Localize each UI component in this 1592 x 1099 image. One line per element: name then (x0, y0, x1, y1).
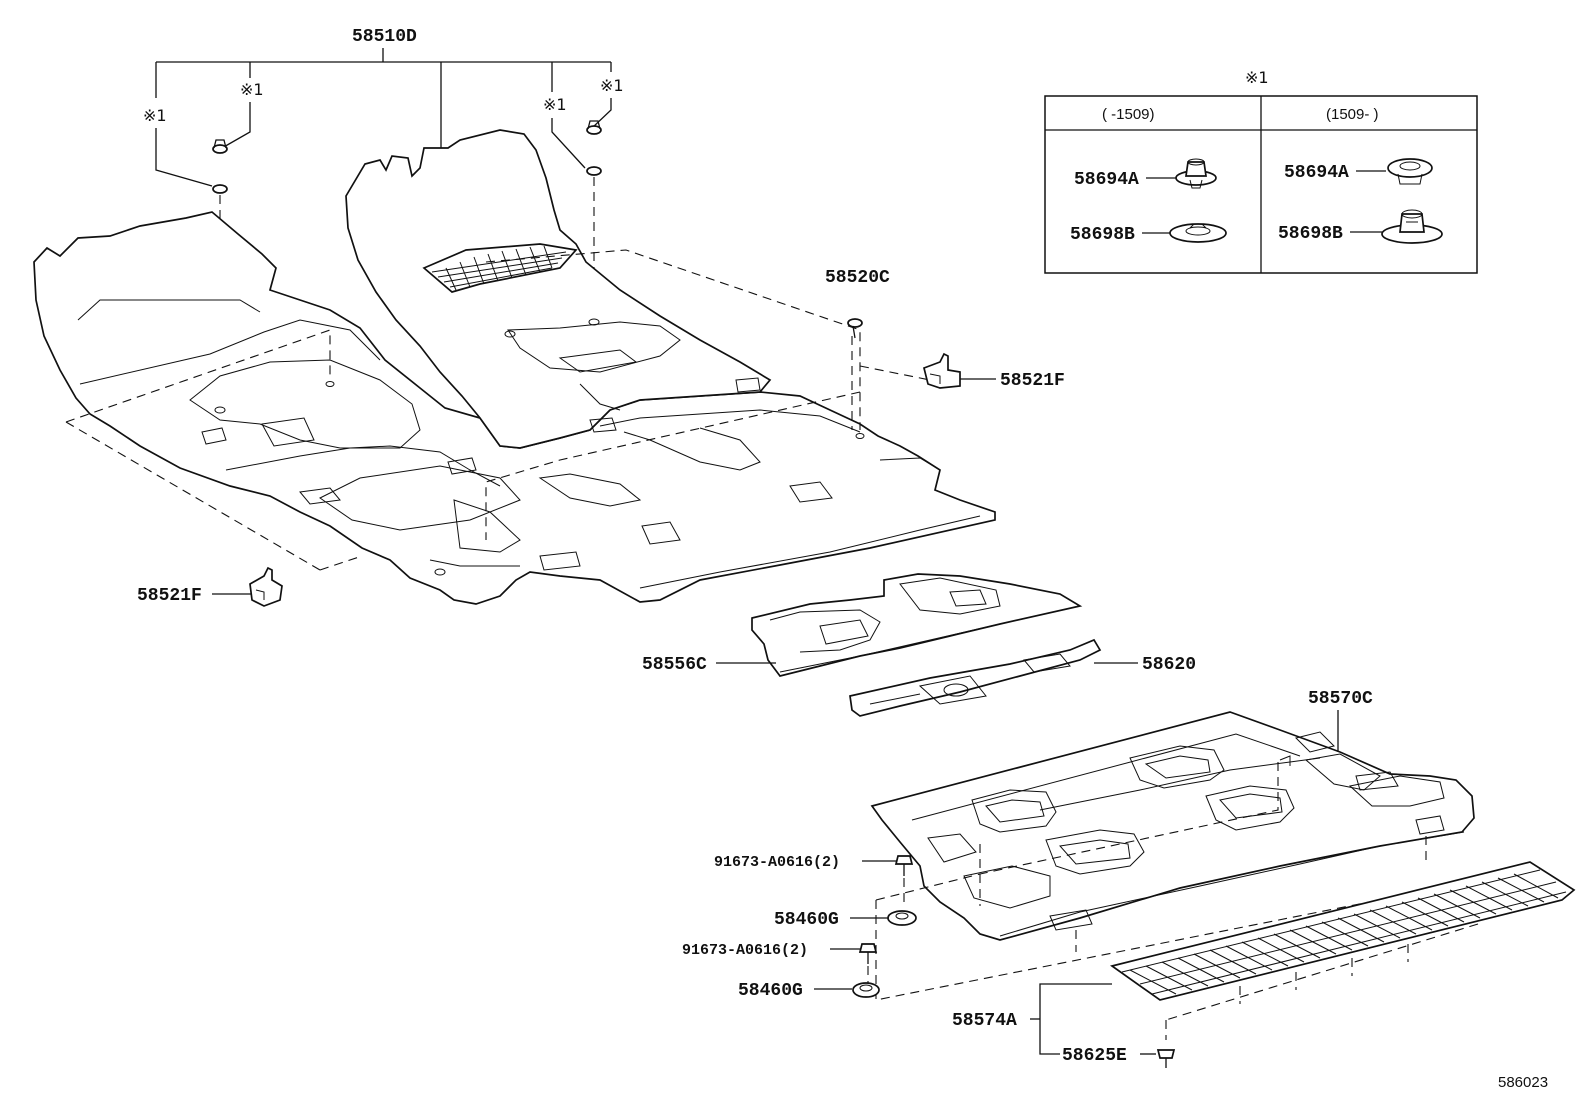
label-58570C[interactable]: 58570C (1308, 689, 1373, 709)
label-58521F-left[interactable]: 58521F (137, 586, 202, 606)
callout-58521F-right: 58521F (922, 352, 1065, 391)
label-58521F-right[interactable]: 58521F (1000, 371, 1065, 391)
callout-91673-lower: 91673-A0616(2) (682, 942, 878, 984)
callout-58520C: 58520C (825, 268, 890, 339)
callout-91673-upper: 91673-A0616(2) (714, 854, 914, 904)
label-91673-lower[interactable]: 91673-A0616(2) (682, 942, 808, 959)
legend-label-58698B-old[interactable]: 58698B (1070, 225, 1135, 245)
legend-label-58698B-new[interactable]: 58698B (1278, 224, 1343, 244)
legend-header-after-1509: (1509- ) (1326, 106, 1379, 123)
callout-58574A-58625E: 58574A 58625E (952, 983, 1176, 1068)
clip-58698B-old-icon (1169, 223, 1227, 243)
callout-58570C: 58570C (1308, 689, 1373, 752)
clip-58698B-new-icon (1381, 209, 1443, 244)
label-58625E[interactable]: 58625E (1062, 1046, 1127, 1066)
callout-58460G-lower: 58460G (738, 981, 880, 1001)
label-58510D[interactable]: 58510D (352, 27, 417, 47)
part-58574A[interactable] (1109, 861, 1576, 1001)
callout-58620: 58620 (1094, 655, 1196, 675)
note-mark-3: ※1 (543, 95, 567, 114)
clip-58694A-old-icon (1175, 158, 1217, 189)
legend-note-mark: ※1 (1245, 68, 1269, 87)
label-58620[interactable]: 58620 (1142, 655, 1196, 675)
label-58460G-upper[interactable]: 58460G (774, 910, 839, 930)
label-58520C[interactable]: 58520C (825, 268, 890, 288)
floor-carpet-front[interactable] (33, 129, 996, 605)
legend-label-58694A-old[interactable]: 58694A (1074, 170, 1139, 190)
callout-58510D: 58510D ※1 ※1 ※1 ※1 (143, 27, 624, 187)
legend-header-before-1509: ( -1509) (1102, 106, 1155, 123)
part-58570C[interactable] (870, 711, 1475, 941)
clip-58694A-new-icon (1387, 158, 1433, 185)
label-58574A[interactable]: 58574A (952, 1011, 1017, 1031)
legend-table: ※1 ( -1509) (1509- ) 58694A 58698B 58694… (1044, 68, 1478, 274)
assembly-dashed-outline (65, 249, 931, 571)
label-91673-upper[interactable]: 91673-A0616(2) (714, 854, 840, 871)
part-58620[interactable] (849, 638, 1102, 717)
note-mark-4: ※1 (600, 76, 624, 95)
figure-id: 586023 (1498, 1074, 1548, 1091)
legend-label-58694A-new[interactable]: 58694A (1284, 163, 1349, 183)
callout-58556C: 58556C (642, 655, 776, 675)
label-58460G-lower[interactable]: 58460G (738, 981, 803, 1001)
label-58556C[interactable]: 58556C (642, 655, 707, 675)
note-mark-1: ※1 (143, 106, 167, 125)
callout-58521F-left: 58521F (137, 566, 283, 607)
callout-58460G-upper: 58460G (774, 910, 917, 930)
note-mark-2: ※1 (240, 80, 264, 99)
